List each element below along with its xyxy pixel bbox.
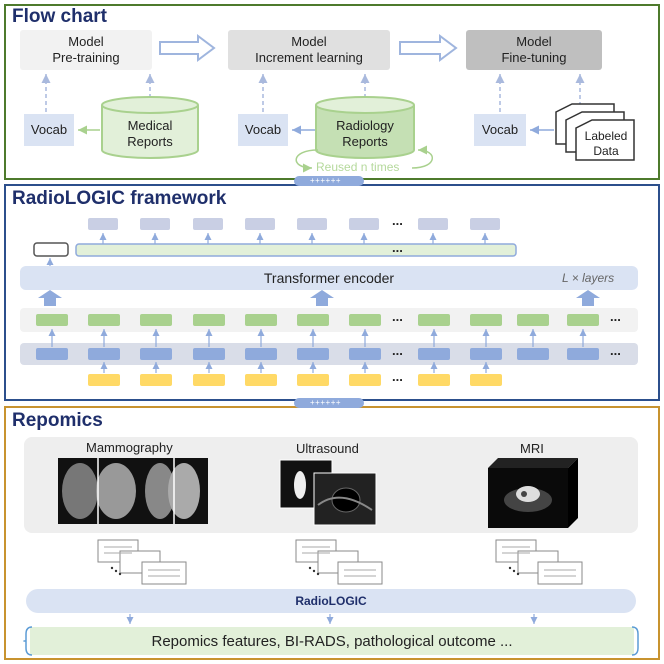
position-embeddings	[36, 348, 599, 360]
vocab-box-3: Vocab	[474, 114, 526, 146]
ultrasound-images	[279, 459, 377, 526]
labeled-data-stack	[555, 103, 635, 161]
connector-1: ++++++	[310, 176, 342, 185]
encoder-label: Transformer encoder	[263, 270, 395, 286]
radiology-reports-cylinder	[315, 96, 415, 159]
ellipsis-output: ...	[392, 213, 403, 228]
ellipsis-green: ...	[392, 309, 403, 324]
connector-2: ++++++	[310, 398, 342, 407]
model-pretraining-label: Model Pre-training	[52, 33, 120, 65]
model-increment-box: Model Increment learning	[228, 30, 390, 70]
vocab-label: Vocab	[244, 121, 282, 137]
output-tokens	[88, 218, 500, 230]
labeled-data-label: Labeled Data	[584, 129, 628, 158]
model-increment-label: Model Increment learning	[255, 33, 363, 65]
ellipsis-seq: ...	[392, 240, 403, 255]
mri-volume	[488, 458, 578, 528]
radiologic-bar	[26, 589, 636, 613]
radiologic-label: RadioLOGIC	[295, 594, 367, 608]
vocab-label: Vocab	[30, 121, 68, 137]
layers-label: L × layers	[562, 271, 615, 285]
radiology-reports-label: Radiology Reports	[336, 117, 394, 149]
ellipsis-green-end: ...	[610, 309, 621, 324]
ellipsis-yellow: ...	[392, 369, 403, 384]
mammography-label: Mammography	[86, 440, 173, 455]
segment-embeddings	[36, 314, 599, 326]
repomics-title: Repomics	[12, 410, 103, 431]
model-finetuning-box: Model Fine-tuning	[466, 30, 602, 70]
ultrasound-label: Ultrasound	[296, 441, 359, 456]
ellipsis-blue: ...	[392, 343, 403, 358]
vocab-box-1: Vocab	[24, 114, 74, 146]
outcome-bar	[30, 627, 634, 655]
model-finetuning-label: Model Fine-tuning	[501, 33, 567, 65]
model-pretraining-box: Model Pre-training	[20, 30, 152, 70]
mammography-images	[58, 458, 208, 524]
mri-label: MRI	[520, 441, 544, 456]
outcome-label: Repomics features, BI-RADS, pathological…	[151, 633, 513, 650]
medical-reports-label: Medical Reports	[127, 117, 173, 149]
ellipsis-blue-end: ...	[610, 343, 621, 358]
token-embeddings	[88, 374, 502, 386]
stage-arrows	[159, 34, 458, 62]
framework-title: RadioLOGIC framework	[12, 188, 227, 209]
flow-chart-title: Flow chart	[12, 6, 108, 27]
vocab-label: Vocab	[481, 121, 519, 137]
vocab-box-2: Vocab	[238, 114, 288, 146]
report-stacks	[97, 539, 583, 585]
reused-label: Reused n times	[316, 160, 400, 174]
medical-reports-cylinder	[101, 96, 199, 159]
